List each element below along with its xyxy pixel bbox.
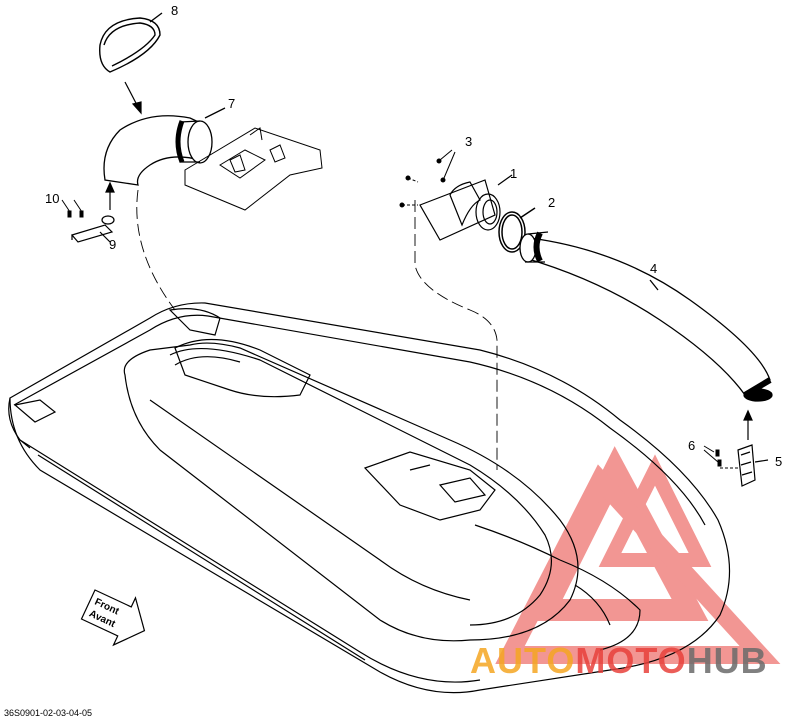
callout-3: 3	[465, 134, 472, 149]
callout-9: 9	[109, 237, 116, 252]
part-4-hose	[519, 231, 773, 402]
part-9-clamp	[70, 215, 115, 243]
part-1-adapter	[419, 174, 513, 241]
callout-8: 8	[171, 3, 178, 18]
callout-6: 6	[688, 438, 695, 453]
part-8-gasket	[99, 12, 163, 73]
arrow-9-to-7	[105, 181, 115, 210]
callout-5: 5	[775, 454, 782, 469]
part-2-ring	[498, 207, 536, 253]
part-6-screws	[703, 445, 738, 469]
part-7-elbow-hose	[103, 107, 226, 186]
watermark-auto: AUTO	[470, 640, 576, 681]
callout-1: 1	[510, 166, 517, 181]
part-5-clamp	[737, 444, 769, 487]
callout-7: 7	[228, 96, 235, 111]
dashed-leaders	[136, 189, 498, 470]
hull	[8, 302, 731, 694]
part-10-screws	[61, 199, 84, 218]
drawing-code: 36S0901-02-03-04-05	[4, 708, 93, 718]
arrow-5-to-4	[743, 409, 753, 440]
callout-2: 2	[548, 195, 555, 210]
front-arrow: Front Avant	[80, 589, 146, 647]
part-3-screws	[399, 149, 456, 208]
watermark-text: AUTOMOTOHUB	[470, 640, 768, 682]
callout-4: 4	[650, 261, 657, 276]
callout-labels: 1 2 3 4 5 6 7 8 9 10	[45, 3, 782, 469]
watermark-logo	[495, 446, 781, 664]
mounting-plate	[184, 127, 323, 211]
watermark-hub: HUB	[686, 640, 768, 681]
watermark-moto: MOTO	[575, 640, 687, 681]
callout-10: 10	[45, 191, 59, 206]
arrow-8-to-7	[124, 81, 142, 115]
